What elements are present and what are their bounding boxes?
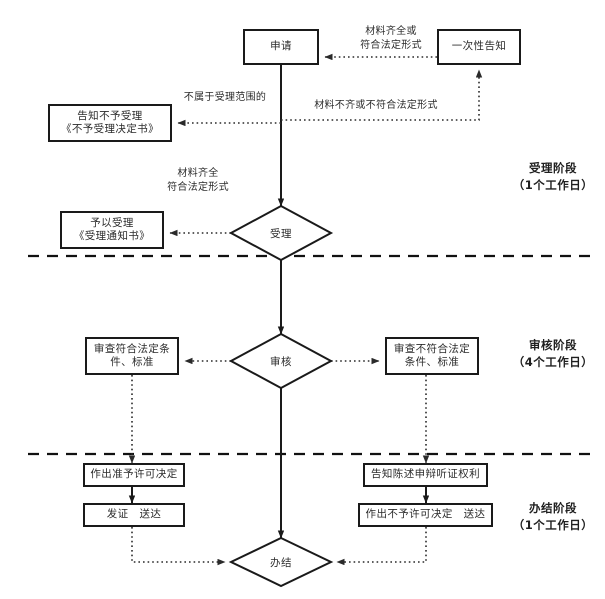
- edge-label-materials-qualified: 材料齐全 符合法定形式: [167, 168, 229, 193]
- node-reject-notice-label: 告知不予受理 《不予受理决定书》: [60, 109, 160, 135]
- node-complete-label: 办结: [270, 556, 292, 569]
- node-one-time-notice[interactable]: 一次性告知: [437, 29, 521, 65]
- diamond-accept-shape: [228, 204, 334, 262]
- edge-materials-incomplete-to-onetime: [281, 69, 483, 121]
- stage-label-review: 审核阶段 （4个工作日）: [512, 338, 594, 370]
- edge-deny-to-complete: [336, 527, 427, 566]
- node-accept-label: 受理: [270, 227, 292, 240]
- node-accept-notice[interactable]: 予以受理 《受理通知书》: [60, 211, 164, 249]
- node-review-pass[interactable]: 审查符合法定条 件、标准: [85, 337, 179, 375]
- node-apply-label: 申请: [270, 40, 292, 53]
- stage-label-acceptance: 受理阶段 （1个工作日）: [512, 161, 594, 193]
- diamond-complete-shape: [228, 536, 334, 588]
- node-grant-decision-label: 作出准予许可决定: [90, 468, 178, 481]
- node-review-pass-label: 审查符合法定条 件、标准: [93, 342, 171, 368]
- node-grant-decision[interactable]: 作出准予许可决定: [83, 463, 185, 487]
- stage-label-completion: 办结阶段 （1个工作日）: [512, 501, 594, 533]
- node-review-label: 审核: [270, 355, 292, 368]
- node-issue-deliver-label: 发证 送达: [106, 508, 162, 521]
- node-review[interactable]: 审核: [231, 334, 331, 388]
- node-deny-decision-label: 作出不予许可决定 送达: [365, 508, 486, 521]
- node-deny-decision[interactable]: 作出不予许可决定 送达: [358, 503, 493, 527]
- node-reject-notice[interactable]: 告知不予受理 《不予受理决定书》: [48, 104, 172, 142]
- node-review-fail-label: 审查不符合法定 条件、标准: [393, 342, 471, 368]
- edge-issue-to-complete: [131, 527, 226, 566]
- node-complete[interactable]: 办结: [231, 538, 331, 586]
- edge-label-materials-incomplete: 材料不齐或不符合法定形式: [314, 100, 438, 111]
- diamond-review-shape: [228, 332, 334, 390]
- node-accept-notice-label: 予以受理 《受理通知书》: [73, 216, 151, 242]
- node-issue-deliver[interactable]: 发证 送达: [83, 503, 185, 527]
- edge-label-materials-complete-or-legal: 材料齐全或 符合法定形式: [360, 26, 422, 51]
- edge-label-out-of-scope: 不属于受理范围的: [183, 92, 267, 103]
- node-rights-notice[interactable]: 告知陈述申辩听证权利: [363, 463, 488, 487]
- node-accept[interactable]: 受理: [231, 206, 331, 260]
- node-one-time-notice-label: 一次性告知: [451, 40, 507, 53]
- node-review-fail[interactable]: 审查不符合法定 条件、标准: [385, 337, 479, 375]
- node-apply[interactable]: 申请: [243, 29, 319, 65]
- node-rights-notice-label: 告知陈述申辩听证权利: [371, 468, 480, 481]
